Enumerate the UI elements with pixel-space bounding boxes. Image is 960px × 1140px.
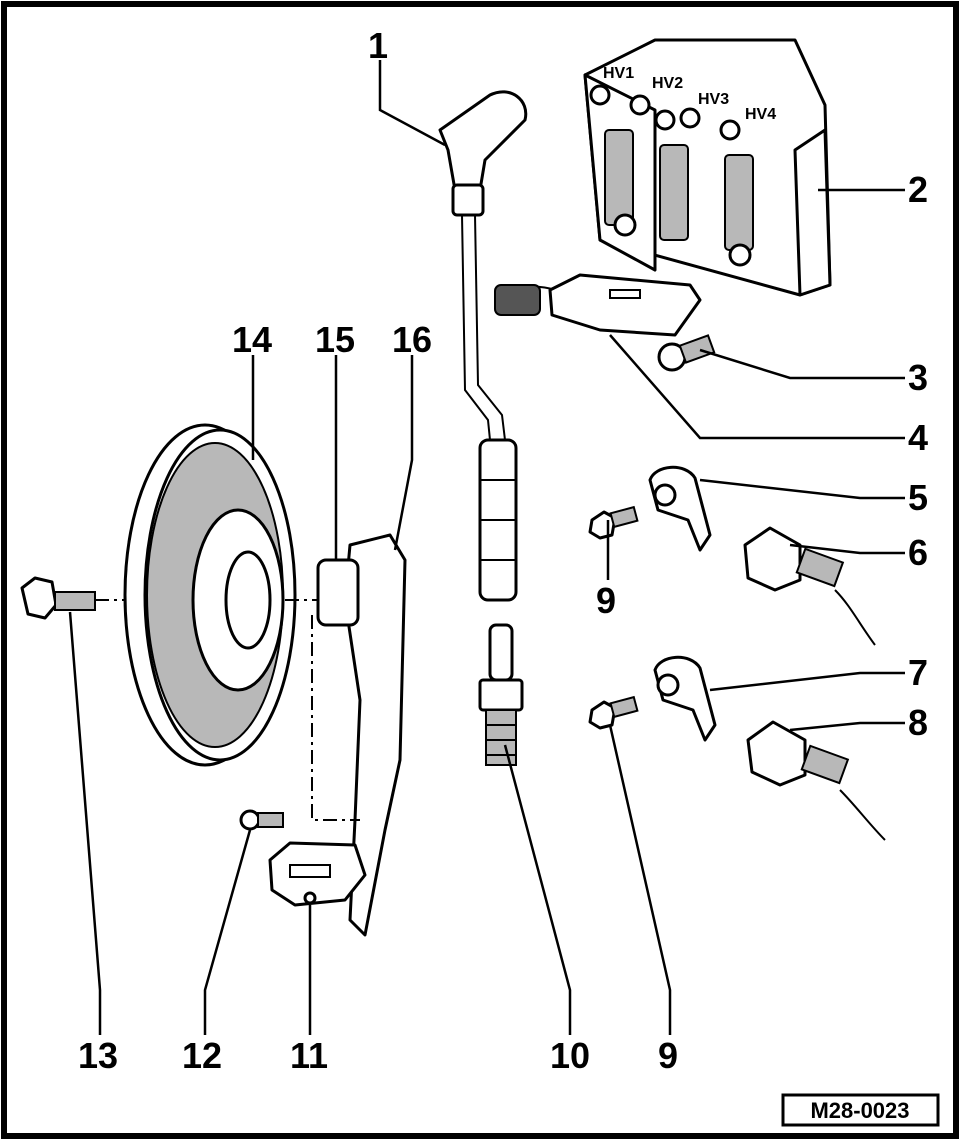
coil-connector [494, 273, 702, 337]
figure-reference: M28-0023 [810, 1098, 909, 1123]
coil-terminal-hv2: HV2 [652, 75, 683, 92]
coil-terminal-hv3: HV3 [698, 91, 729, 108]
callout-7: 7 [908, 652, 928, 693]
callout-3: 3 [908, 357, 928, 398]
callout-2: 2 [908, 169, 928, 210]
coil-terminal-hv1: HV1 [603, 65, 634, 82]
callout-8: 8 [908, 702, 928, 743]
hall-sender-bolt [239, 809, 284, 831]
camshaft-sprocket [123, 423, 297, 767]
sensor-upper [743, 526, 876, 646]
ignition-coil [583, 38, 832, 297]
callout-16: 16 [392, 319, 432, 360]
knock-sensor-lower [588, 655, 717, 742]
callout-1: 1 [368, 25, 388, 66]
callout-15: 15 [315, 319, 355, 360]
callout-12: 12 [182, 1035, 222, 1076]
callout-9-lower: 9 [658, 1035, 678, 1076]
callout-4: 4 [908, 417, 928, 458]
assembly-line-lower [311, 615, 360, 821]
callout-10: 10 [550, 1035, 590, 1076]
callout-9-upper: 9 [596, 580, 616, 621]
callout-11: 11 [290, 1035, 328, 1076]
callout-6: 6 [908, 532, 928, 573]
coil-terminal-hv4: HV4 [745, 106, 776, 123]
figure-reference-box [781, 1093, 940, 1127]
sprocket-bolt [20, 576, 96, 620]
coil-bolt [657, 334, 716, 372]
callout-14: 14 [232, 319, 272, 360]
callout-13: 13 [78, 1035, 118, 1076]
spark-plug-lead [438, 90, 528, 602]
spark-plug [478, 623, 524, 766]
leader-lines [68, 60, 905, 1035]
callout-5: 5 [908, 477, 928, 518]
hall-sender-assembly [268, 533, 407, 937]
sensor-lower [746, 720, 886, 841]
